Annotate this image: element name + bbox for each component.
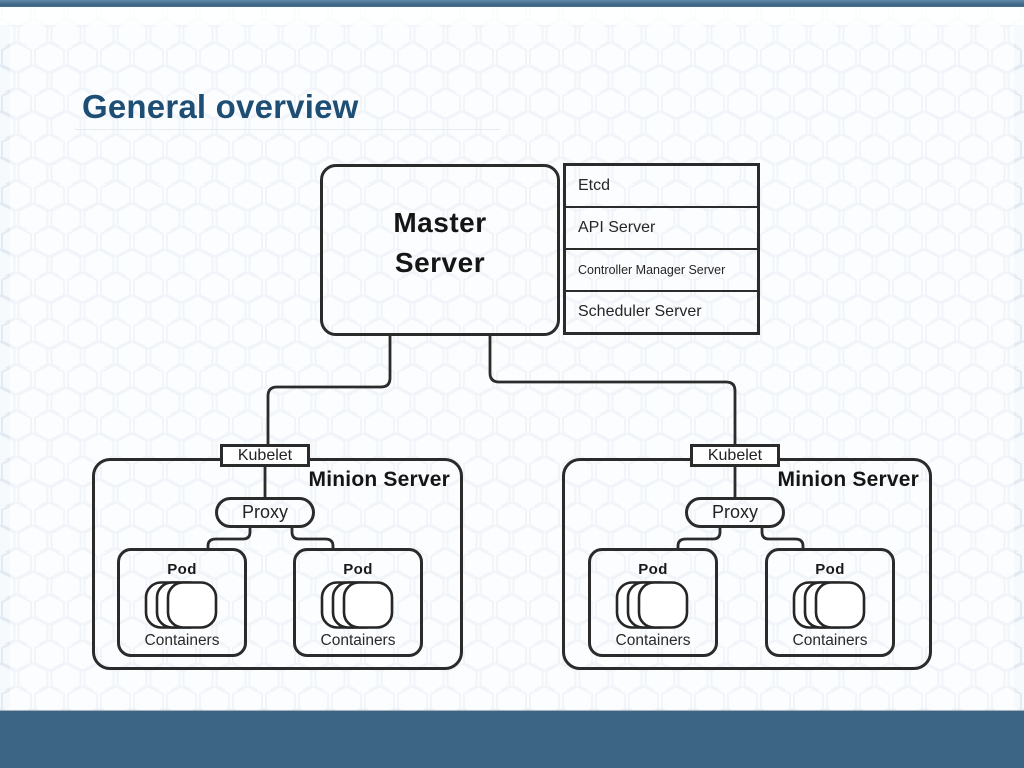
master-server-box: Master Server (320, 164, 560, 336)
master-to-right-kubelet-line (488, 336, 737, 444)
component-row-controller-manager: Controller Manager Server (566, 250, 757, 292)
containers-label: Containers (144, 632, 220, 649)
proxy-box-left: Proxy (215, 497, 315, 528)
minion-server-label: Minion Server (777, 468, 919, 491)
minion-server-label: Minion Server (308, 468, 450, 491)
component-label: Etcd (578, 177, 611, 194)
pod-box: Pod Containers (588, 548, 718, 657)
top-accent-bar (0, 0, 1024, 7)
container-stack-icon (615, 581, 689, 629)
proxy-label: Proxy (711, 502, 758, 522)
component-row-scheduler: Scheduler Server (566, 292, 757, 332)
top-white-strip (0, 7, 1024, 25)
title-underline (75, 129, 500, 130)
container-stack-icon (320, 581, 394, 629)
container-stack-icon (144, 581, 218, 629)
proxy-label: Proxy (241, 502, 288, 522)
master-components-table: Etcd API Server Controller Manager Serve… (563, 163, 760, 335)
master-server-label: Master Server (393, 207, 487, 278)
component-row-etcd: Etcd (566, 166, 757, 208)
containers-label: Containers (615, 632, 691, 649)
master-to-left-kubelet-line (266, 336, 392, 444)
left-proxy-to-pod2-line (290, 528, 335, 550)
component-label: API Server (578, 219, 656, 236)
pod-label: Pod (167, 561, 197, 578)
component-label: Controller Manager Server (578, 263, 726, 277)
pod-box: Pod Containers (117, 548, 247, 657)
proxy-box-right: Proxy (685, 497, 785, 528)
pod-label: Pod (343, 561, 373, 578)
right-proxy-to-pod1-line (676, 528, 722, 550)
containers-label: Containers (320, 632, 396, 649)
pod-label: Pod (815, 561, 845, 578)
kubelet-box-right: Kubelet (690, 444, 780, 467)
kubelet-label: Kubelet (707, 446, 763, 464)
pod-label: Pod (638, 561, 668, 578)
component-label: Scheduler Server (578, 303, 702, 320)
slide-title: General overview (82, 88, 359, 125)
pod-box: Pod Containers (293, 548, 423, 657)
bottom-accent-bar (0, 710, 1024, 768)
pod-box: Pod Containers (765, 548, 895, 657)
component-row-api-server: API Server (566, 208, 757, 250)
containers-label: Containers (792, 632, 868, 649)
left-proxy-to-pod1-line (206, 528, 252, 550)
container-stack-icon (792, 581, 866, 629)
right-proxy-to-pod2-line (760, 528, 805, 550)
kubelet-box-left: Kubelet (220, 444, 310, 467)
kubelet-label: Kubelet (237, 446, 293, 464)
